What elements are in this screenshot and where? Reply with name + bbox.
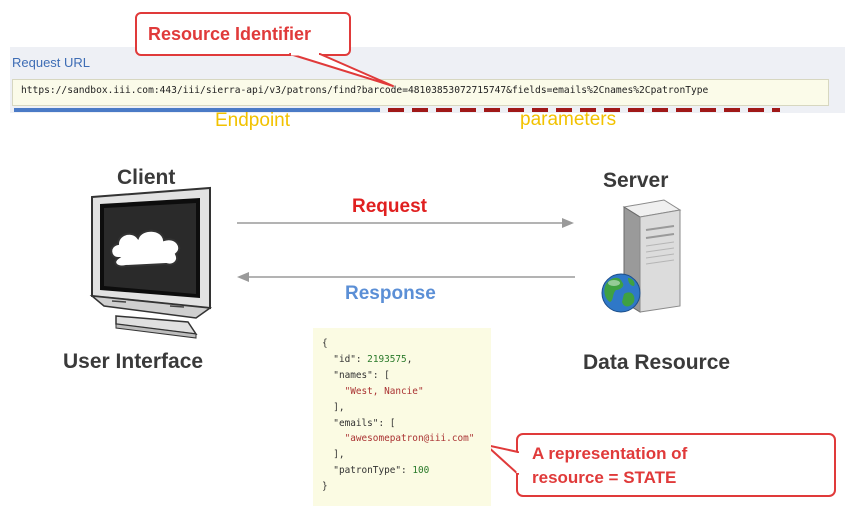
request-url-box[interactable] (12, 79, 829, 106)
json-names-value: "West, Nancie" (344, 385, 424, 397)
resource-identifier-label: Resource Identifier (148, 24, 312, 44)
state-callout-line1: A representation of (532, 444, 688, 463)
json-close-brace: } (322, 481, 328, 493)
client-label: Client (117, 166, 176, 189)
server-tower-with-globe-icon (601, 199, 682, 313)
response-label: Response (345, 283, 436, 304)
json-patron-type-value: 100 (412, 465, 430, 477)
monitor-with-cloud-icon (89, 186, 213, 339)
data-resource-label: Data Resource (583, 351, 731, 374)
state-callout-line2: resource = STATE (532, 468, 677, 487)
resource-identifier-callout (135, 12, 394, 87)
json-id-key: "id" (333, 353, 356, 365)
json-response-code: { "id": 2193575, "names": [ "West, Nanci… (322, 338, 475, 493)
endpoint-underline (14, 108, 380, 112)
json-patron-type-key: "patronType" (333, 465, 402, 477)
json-emails-value: "awesomepatron@iii.com" (344, 433, 475, 445)
response-arrow (237, 272, 575, 282)
state-callout (485, 433, 836, 497)
json-id-value: 2193575 (367, 353, 407, 365)
request-url-text: https://sandbox.iii.com:443/iii/sierra-a… (21, 85, 709, 96)
endpoint-label: Endpoint (215, 110, 291, 131)
json-names-key: "names" (333, 369, 373, 381)
json-response-box (313, 328, 491, 506)
state-callout-text: A representation of resource = STATE (532, 442, 812, 490)
request-arrow (237, 218, 574, 228)
parameters-label: parameters (520, 109, 617, 130)
server-label: Server (603, 169, 669, 192)
request-label: Request (352, 196, 427, 217)
user-interface-label: User Interface (63, 350, 204, 373)
json-open-brace: { (322, 338, 328, 349)
request-url-heading: Request URL (12, 55, 91, 70)
json-emails-key: "emails" (333, 417, 379, 429)
